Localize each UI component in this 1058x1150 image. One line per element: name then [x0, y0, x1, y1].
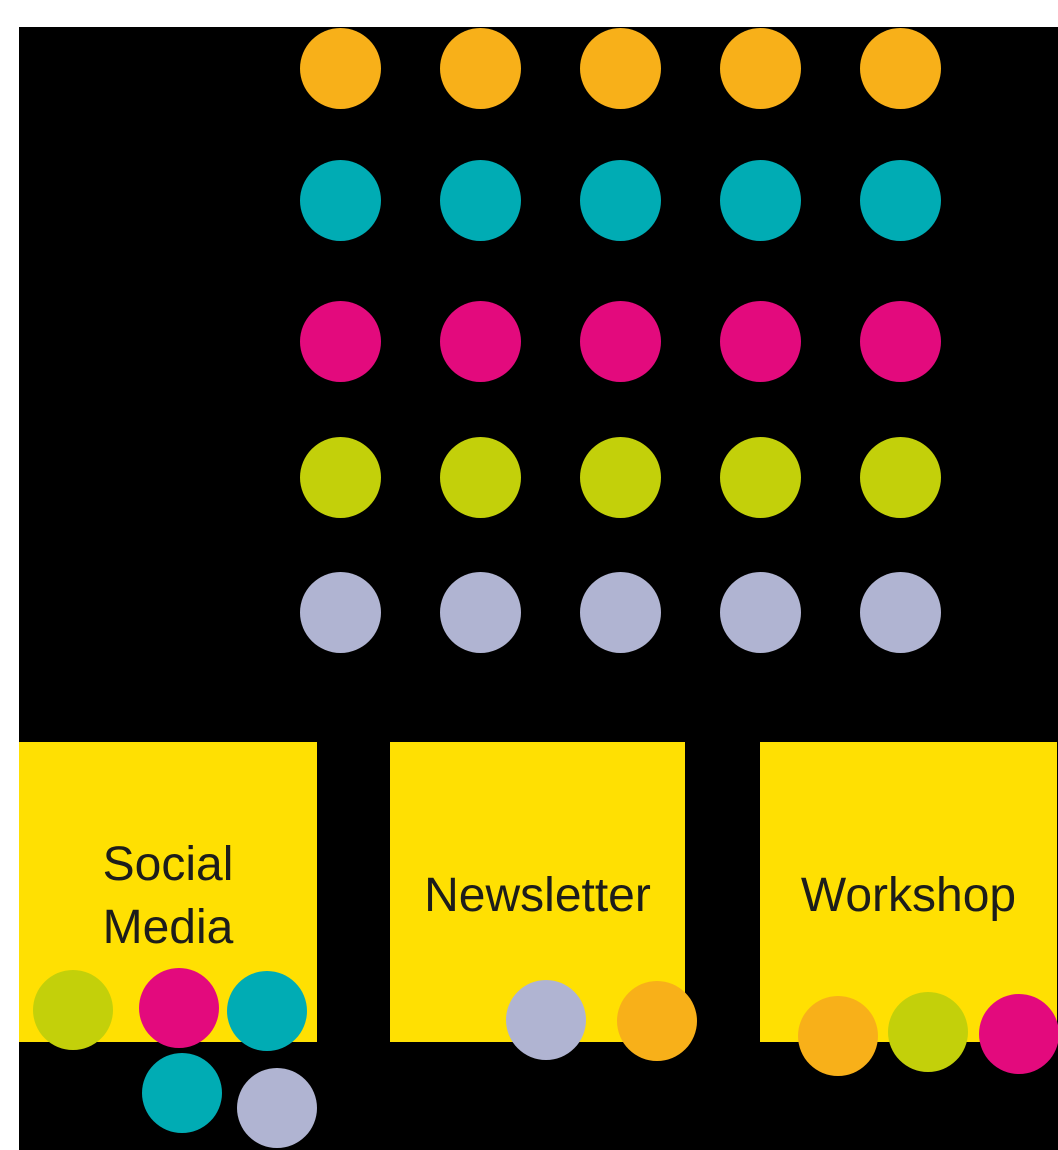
grid-dot-magenta-r3c1: [299, 300, 381, 382]
scatter-dot-teal-4: [142, 1053, 222, 1133]
scatter-dot-orange-7: [617, 981, 697, 1061]
grid-dot-teal-r2c5: [859, 159, 941, 241]
card-workshop-label: Workshop: [800, 869, 1017, 923]
grid-dot-lavender-r5c3: [579, 571, 661, 653]
grid-dot-orange-r1c5: [859, 27, 941, 109]
scatter-dot-lavender-5: [237, 1068, 317, 1148]
grid-dot-teal-r2c2: [439, 159, 521, 241]
card-social-media-label: Social Media: [102, 837, 234, 954]
grid-dot-teal-r2c1: [299, 159, 381, 241]
scatter-dot-magenta-10: [979, 994, 1058, 1074]
grid-dot-orange-r1c1: [299, 27, 381, 109]
scatter-dot-green-1: [33, 970, 113, 1050]
card-newsletter-label: Newsletter: [424, 869, 651, 923]
grid-dot-green-r4c5: [859, 436, 941, 518]
grid-dot-teal-r2c3: [579, 159, 661, 241]
grid-dot-lavender-r5c2: [439, 571, 521, 653]
grid-dot-orange-r1c3: [579, 27, 661, 109]
scatter-dot-orange-8: [798, 996, 878, 1076]
scatter-dot-magenta-2: [139, 968, 219, 1048]
grid-dot-green-r4c2: [439, 436, 521, 518]
card-workshop: Workshop: [760, 742, 1057, 1042]
grid-dot-teal-r2c4: [719, 159, 801, 241]
grid-dot-green-r4c1: [299, 436, 381, 518]
grid-dot-lavender-r5c4: [719, 571, 801, 653]
grid-dot-orange-r1c4: [719, 27, 801, 109]
grid-dot-green-r4c4: [719, 436, 801, 518]
scatter-dot-green-9: [888, 992, 968, 1072]
grid-dot-lavender-r5c1: [299, 571, 381, 653]
grid-dot-green-r4c3: [579, 436, 661, 518]
grid-dot-magenta-r3c4: [719, 300, 801, 382]
grid-dot-magenta-r3c3: [579, 300, 661, 382]
grid-dot-magenta-r3c2: [439, 300, 521, 382]
scatter-dot-lavender-6: [506, 980, 586, 1060]
grid-dot-lavender-r5c5: [859, 571, 941, 653]
grid-dot-orange-r1c2: [439, 27, 521, 109]
grid-dot-magenta-r3c5: [859, 300, 941, 382]
scatter-dot-teal-3: [227, 971, 307, 1051]
